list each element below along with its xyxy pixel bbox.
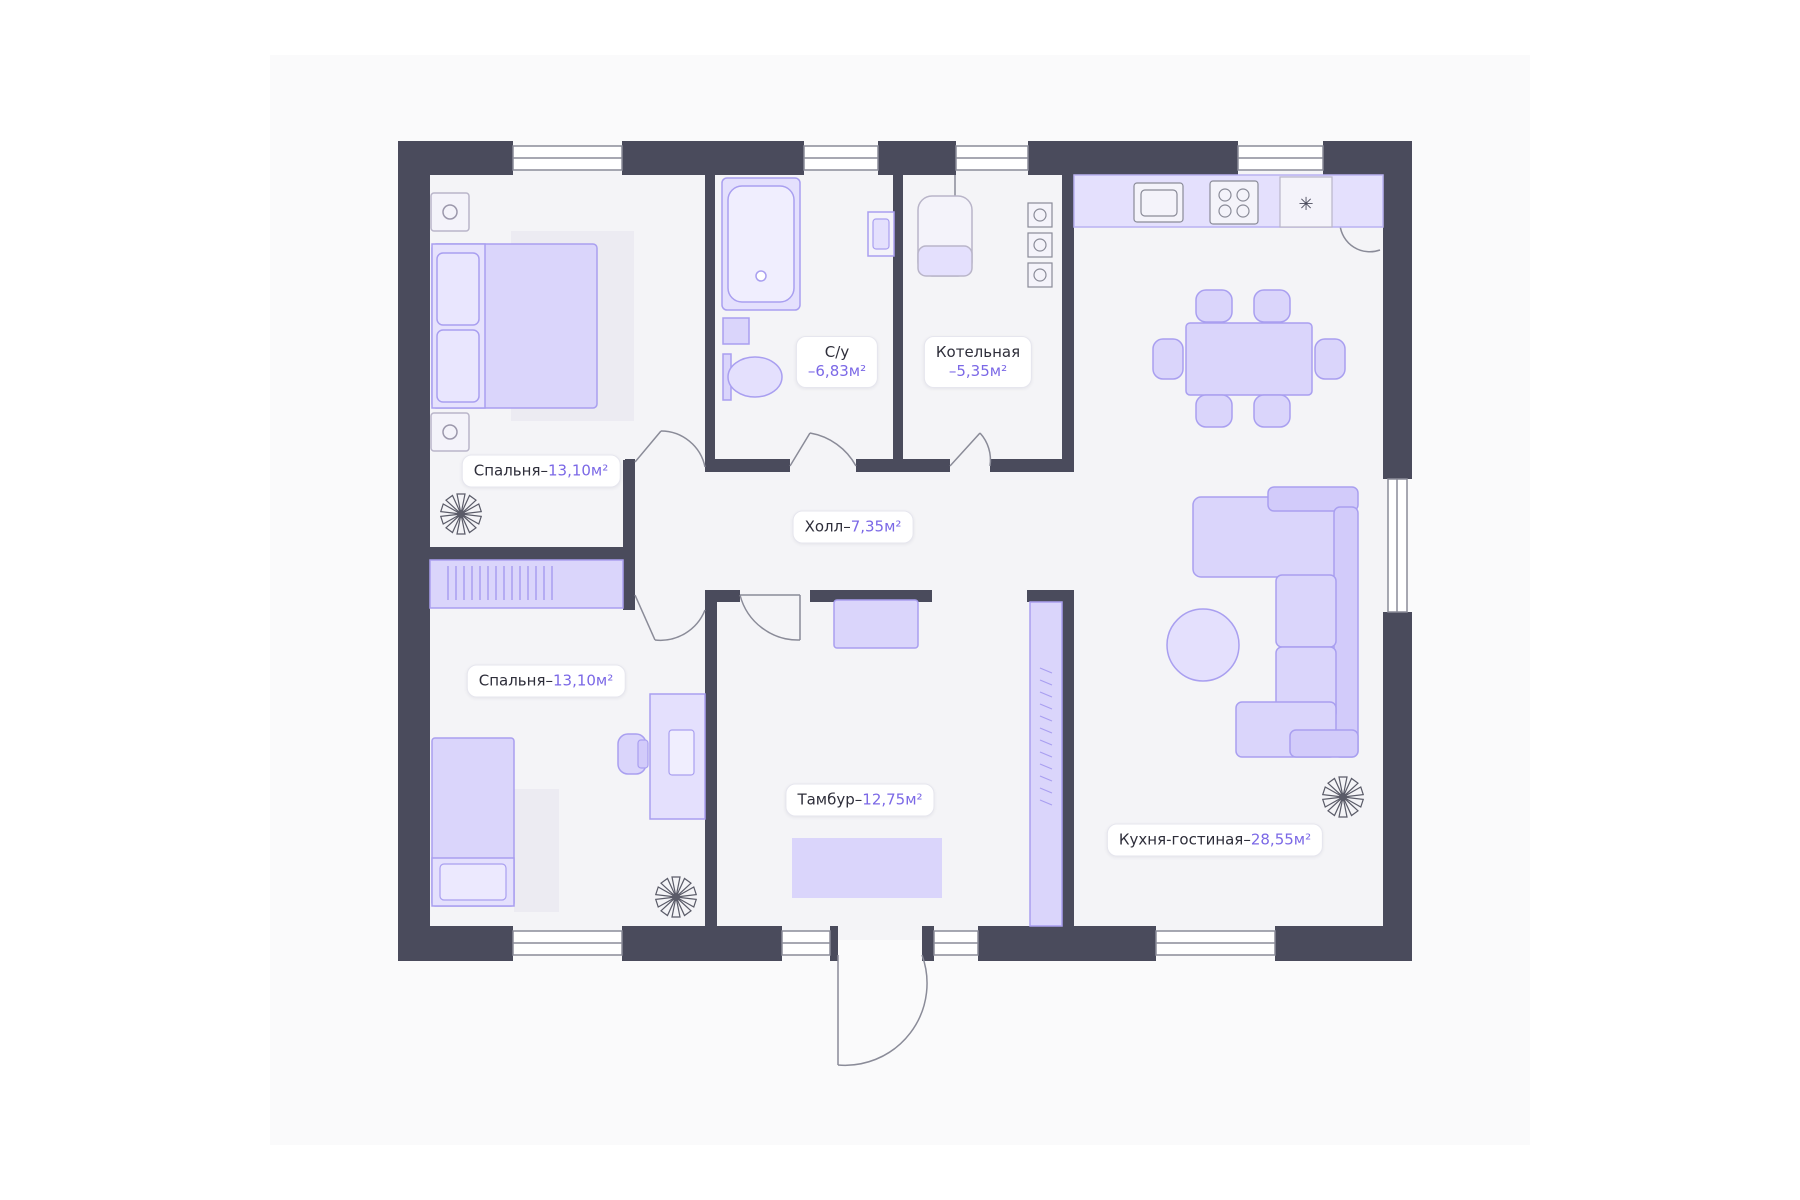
room-name: Тамбур xyxy=(797,790,855,809)
dining-chair xyxy=(1314,338,1346,380)
closet-hanger xyxy=(1039,727,1053,734)
room-area: 13,10м² xyxy=(552,671,614,690)
dining-chair xyxy=(1152,338,1184,380)
room-area: 12,75м² xyxy=(862,790,923,809)
interior-walls xyxy=(430,175,1074,926)
closet-hanger xyxy=(1039,739,1053,746)
closet-hanger xyxy=(1039,715,1053,722)
room-area: 28,55м² xyxy=(1250,830,1312,849)
room-area: 5,35м² xyxy=(956,362,1008,380)
dining-chair xyxy=(1253,289,1291,323)
dining-chair xyxy=(1195,394,1233,428)
bedroom-1-furniture xyxy=(430,192,634,452)
room-name: Спальня xyxy=(473,461,541,480)
room-area: 7,35м² xyxy=(850,517,902,536)
sink-icon xyxy=(1133,182,1184,223)
dining-set xyxy=(1152,289,1346,428)
room-separator: – xyxy=(807,362,816,380)
kitchen-furniture: ✳ xyxy=(1073,174,1384,228)
bathroom-furniture xyxy=(721,177,895,401)
closet xyxy=(1029,601,1063,927)
closet-hanger xyxy=(1039,751,1053,758)
svg-text:✳: ✳ xyxy=(1298,194,1313,215)
room-label-vestibule: Тамбур–12,75м² xyxy=(785,783,935,817)
closet-hanger xyxy=(1039,799,1053,806)
hall-furniture xyxy=(833,599,919,649)
room-separator: – xyxy=(540,461,548,480)
room-label-kitchen-living: Кухня-гостиная–28,55м² xyxy=(1106,823,1324,857)
room-label-bathroom: С/у–6,83м² xyxy=(795,336,879,388)
living-furniture xyxy=(1166,486,1359,758)
room-separator: – xyxy=(854,790,863,809)
room-label-boiler-room: Котельная–5,35м² xyxy=(923,336,1033,388)
closet-hanger xyxy=(1039,763,1053,770)
room-name: С/у xyxy=(824,343,850,361)
bedroom-2-furniture xyxy=(431,693,706,912)
outer-walls xyxy=(398,141,1412,961)
closet-hanger xyxy=(1039,667,1053,674)
doors xyxy=(634,224,1381,1067)
room-label-hall: Холл–7,35м² xyxy=(792,510,914,544)
closet-hanger xyxy=(1039,775,1053,782)
closet-hanger xyxy=(1039,703,1053,710)
room-area: 13,10м² xyxy=(547,461,609,480)
vestibule-furniture xyxy=(792,838,942,898)
room-separator: – xyxy=(545,671,553,690)
fridge-icon xyxy=(1279,176,1333,228)
room-separator: – xyxy=(1243,830,1251,849)
wardrobe xyxy=(429,559,624,609)
closet-hanger xyxy=(1039,679,1053,686)
stove-icon xyxy=(1209,180,1259,225)
windows xyxy=(512,145,1408,956)
boiler-room-furniture xyxy=(917,175,1053,288)
dining-chair xyxy=(1253,394,1291,428)
room-name: Спальня xyxy=(478,671,546,690)
room-area: 6,83м² xyxy=(815,362,867,380)
room-separator: – xyxy=(948,362,957,380)
room-label-bedroom-2: Спальня–13,10м² xyxy=(466,664,626,698)
room-name: Кухня-гостиная xyxy=(1118,830,1244,849)
closet-hanger xyxy=(1039,787,1053,794)
room-name: Котельная xyxy=(935,343,1021,361)
room-label-bedroom-1: Спальня–13,10м² xyxy=(461,454,621,488)
room-name: Холл xyxy=(804,517,844,536)
room-separator: – xyxy=(843,517,851,536)
dining-chair xyxy=(1195,289,1233,323)
closet-hanger xyxy=(1039,691,1053,698)
